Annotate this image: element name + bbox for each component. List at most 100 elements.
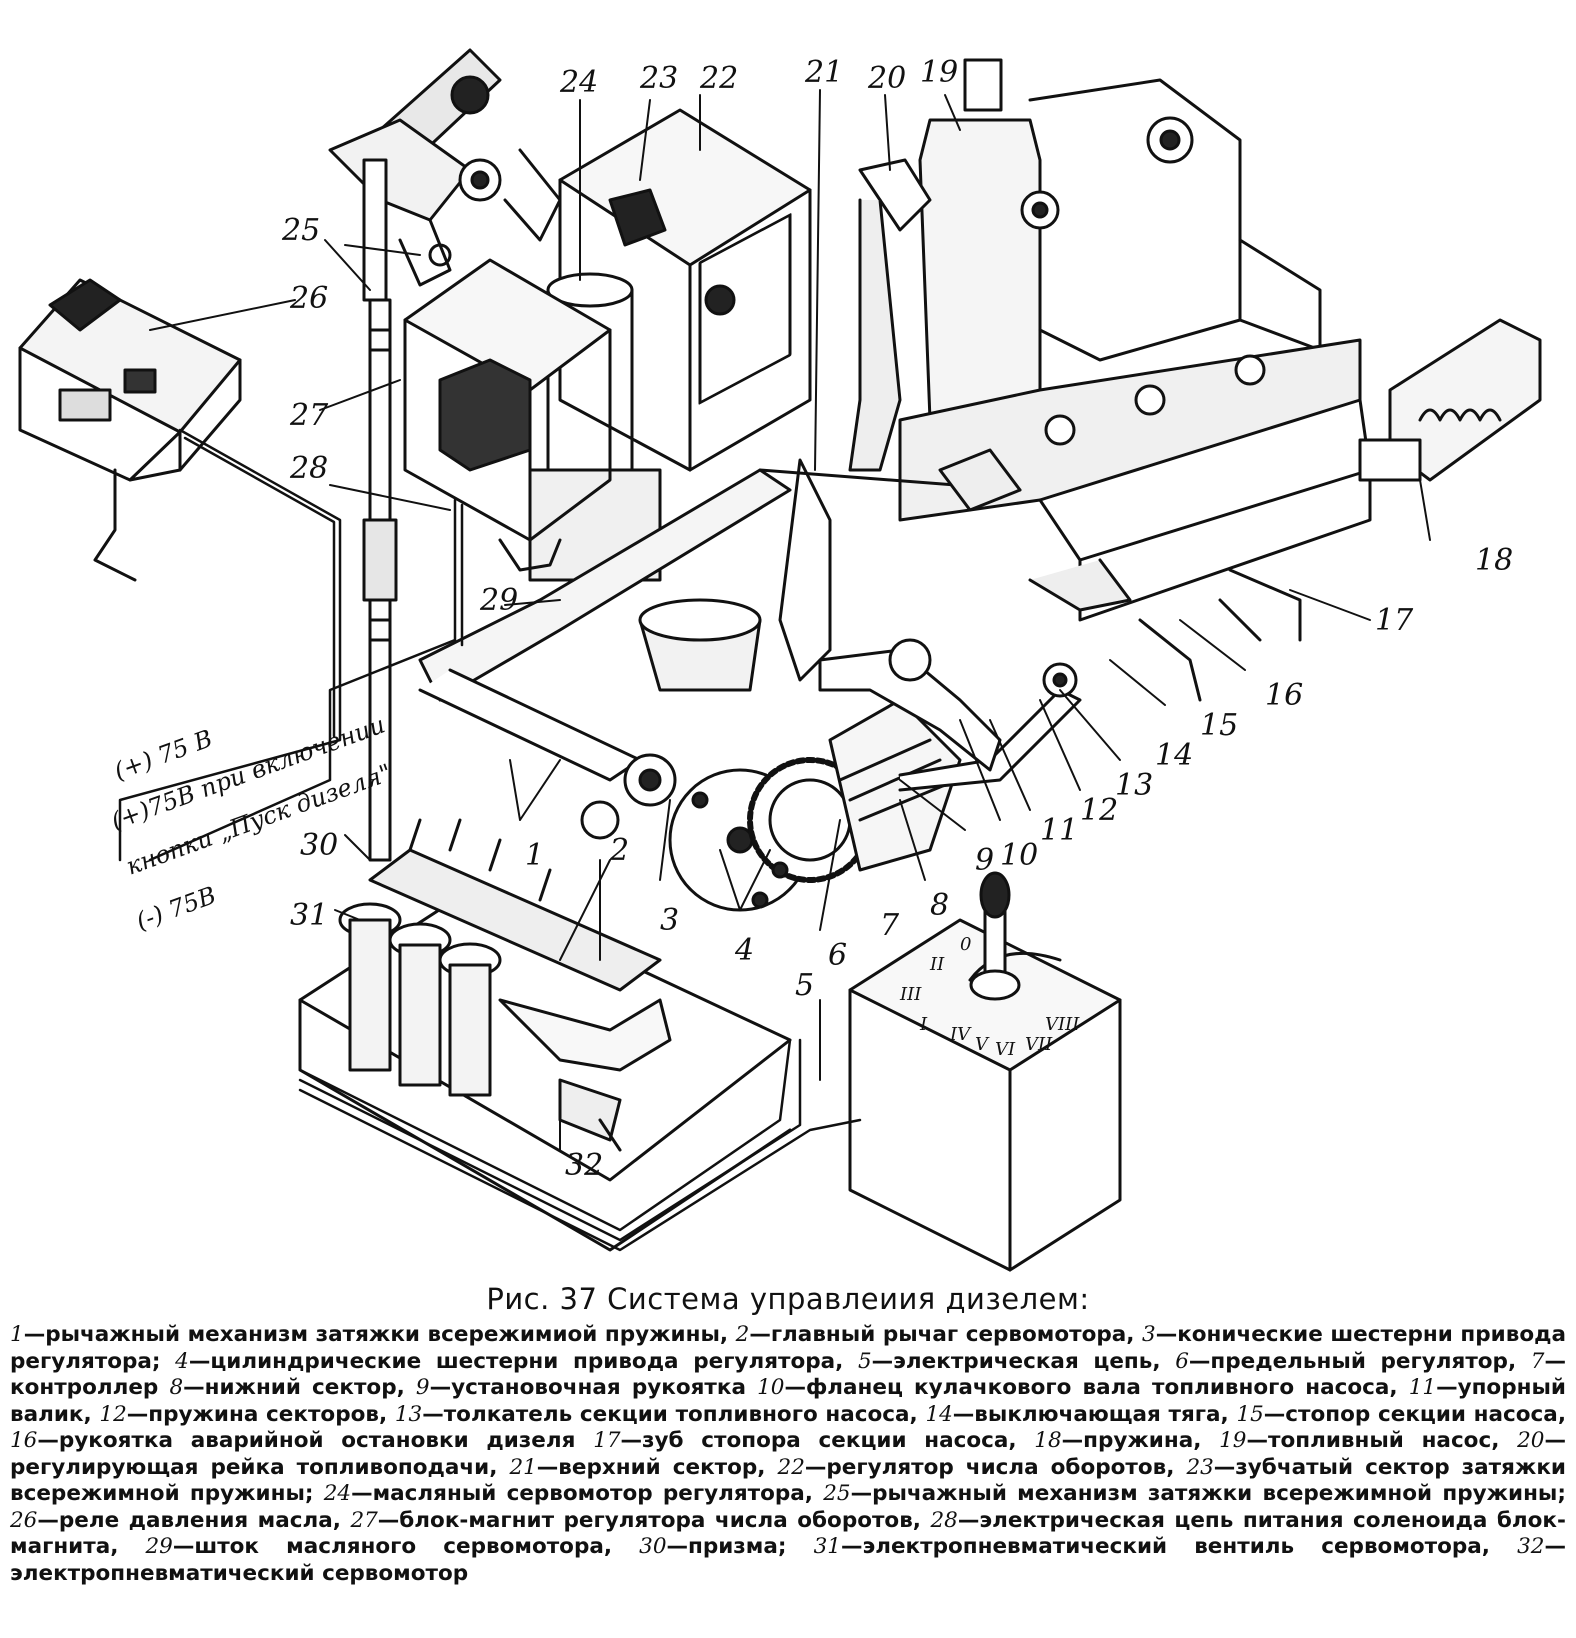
legend-text: —регулятор числа оборотов,: [804, 1454, 1175, 1480]
legend-entry: 9—установочная рукоятка: [416, 1375, 746, 1400]
callout-6: 6: [828, 938, 847, 973]
legend-entry: 20—регулирующая рейка топливоподачи,: [10, 1428, 1566, 1480]
legend-number: 14: [925, 1401, 953, 1427]
callout-7: 7: [880, 908, 900, 943]
callout-27: 27: [289, 398, 329, 433]
legend-entry: 6—предельный регулятор,: [1175, 1349, 1516, 1374]
legend-entry: 2—главный рычаг сервомотора,: [736, 1322, 1135, 1347]
callout-5: 5: [795, 968, 814, 1003]
legend-number: 24: [323, 1481, 352, 1506]
legend-entry: 22—регулятор числа оборотов,: [778, 1455, 1175, 1480]
pump-base-rail: [898, 338, 1372, 622]
callout-30: 30: [300, 828, 338, 863]
legend-number: 18: [1034, 1428, 1062, 1453]
legend-text: —фланец кулачкового вала топливного насо…: [784, 1375, 1398, 1400]
callout-1: 1: [525, 838, 544, 873]
controller: [848, 871, 1122, 1272]
legend-entry: 12—пружина секторов,: [99, 1402, 387, 1427]
callout-9: 9: [975, 843, 994, 878]
legend-entry: 11—упорный валик,: [10, 1375, 1566, 1427]
legend-entry: 3—конические шестерни привода регулятора…: [10, 1322, 1566, 1374]
legend-text: —установочная рукоятка: [429, 1375, 746, 1400]
legend-number: 13: [394, 1401, 423, 1427]
leader-lines: [149, 89, 1431, 1151]
legend-text: —рычажный механизм затяжки всережимиой п…: [23, 1322, 729, 1347]
legend-text: —контроллер: [10, 1348, 1566, 1401]
legend-number: 32: [1517, 1534, 1545, 1559]
fuel-pump: [918, 58, 1322, 422]
legend-number: 25: [823, 1481, 851, 1506]
legend-text: —электропневматический вентиль сервомото…: [840, 1534, 1490, 1559]
legend-entry: 16—рукоятка аварийной остановки дизеля: [10, 1428, 575, 1453]
legend-entry: 19—топливный насос,: [1219, 1428, 1499, 1453]
callout-19: 19: [920, 55, 958, 90]
legend-entry: 17—зуб стопора секции насоса,: [593, 1428, 1016, 1453]
legend-text: —упорный валик,: [10, 1375, 1566, 1427]
legend-number: 6: [1175, 1348, 1189, 1374]
main-shaft: [418, 468, 792, 840]
legend-number: 26: [10, 1507, 38, 1533]
callout-12: 12: [1080, 793, 1118, 828]
legend-text: —зуб стопора секции насоса,: [620, 1428, 1017, 1453]
legend-entry: 14—выключающая тяга,: [925, 1402, 1228, 1427]
legend-entry: 1—рычажный механизм затяжки всережимиой …: [10, 1322, 728, 1347]
legend-number: 1: [10, 1322, 24, 1347]
legend-number: 15: [1236, 1401, 1264, 1427]
callout-2: 2: [609, 833, 629, 868]
legend-number: 11: [1408, 1375, 1437, 1400]
legend-text: —регулирующая рейка топливоподачи,: [10, 1428, 1566, 1480]
legend-text: —рычажный механизм затяжки всережимной п…: [850, 1481, 1566, 1506]
wire-label-minus75: (-) 75В: [132, 881, 219, 936]
legend-number: 29: [145, 1534, 173, 1559]
legend-text: —масляный сервомотор регулятора,: [351, 1481, 813, 1506]
legend-number: 31: [813, 1534, 841, 1559]
callout-18: 18: [1475, 543, 1513, 578]
legend-entry: 27—блок-магнит регулятора числа оборотов…: [350, 1508, 921, 1533]
spring-assembly: [1358, 318, 1542, 482]
electrical-wiring: [118, 428, 862, 1252]
regulating-rack: [758, 158, 1022, 682]
legend-entry: 24—масляный сервомотор регулятора,: [324, 1481, 813, 1506]
legend-number: 4: [175, 1348, 189, 1374]
legend-entry: 8—нижний сектор,: [169, 1375, 404, 1400]
diagram-figure: 1 2 3 4 5 6 7 8 9 10 11 12 13 14 15 16 1…: [18, 48, 1542, 1272]
legend-entry: 15—стопор секции насоса,: [1236, 1402, 1566, 1427]
legend-text: —электрическая цепь,: [871, 1348, 1161, 1374]
legend-text: —цилиндрические шестерни привода регулят…: [188, 1348, 844, 1374]
legend-entry: 25—рычажный механизм затяжки всережимной…: [823, 1481, 1566, 1506]
legend-number: 2: [735, 1322, 750, 1347]
dial-4: IV: [949, 1024, 972, 1045]
callout-11: 11: [1040, 813, 1078, 848]
legend-number: 5: [857, 1348, 872, 1374]
legend-number: 20: [1517, 1428, 1545, 1453]
callout-32: 32: [565, 1148, 603, 1183]
callout-29: 29: [479, 583, 518, 618]
legend-number: 28: [930, 1507, 958, 1533]
linkage-rod: [362, 158, 398, 862]
legend-text: —верхний сектор,: [536, 1454, 766, 1480]
legend-text: —стопор секции насоса,: [1263, 1401, 1566, 1427]
callout-4: 4: [734, 933, 754, 968]
callout-28: 28: [289, 451, 328, 486]
callout-13: 13: [1115, 768, 1153, 803]
sector-assembly: [818, 558, 1302, 772]
legend-number: 27: [350, 1507, 378, 1533]
legend-number: 10: [757, 1375, 785, 1400]
callout-10: 10: [1000, 838, 1038, 873]
dial-7: VII: [1025, 1034, 1053, 1055]
legend-text: —топливный насос,: [1246, 1428, 1500, 1453]
limit-governor: [828, 688, 1082, 872]
legend-entry: 29—шток масляного сервомотора,: [146, 1534, 613, 1559]
dial-6: VI: [995, 1039, 1016, 1060]
wire-labels: (+) 75 В (+)75В при включении кнопки „Пу…: [107, 710, 395, 935]
legend-text: —зубчатый сектор затяжки всережимной пру…: [10, 1454, 1566, 1507]
legend-text: —пружина секторов,: [126, 1401, 388, 1427]
legend-number: 21: [509, 1454, 537, 1480]
legend-text: —толкатель секции топливного насоса,: [422, 1401, 918, 1427]
legend: 1—рычажный механизм затяжки всережимиой …: [10, 1322, 1566, 1587]
legend-text: —рукоятка аварийной остановки дизеля: [37, 1428, 576, 1453]
legend-entry: 4—цилиндрические шестерни привода регуля…: [175, 1349, 843, 1374]
legend-entry: 31—электропневматический вентиль сервомо…: [814, 1534, 1490, 1559]
legend-entry: 5—электрическая цепь,: [858, 1349, 1161, 1374]
dial-3: III: [899, 984, 922, 1005]
